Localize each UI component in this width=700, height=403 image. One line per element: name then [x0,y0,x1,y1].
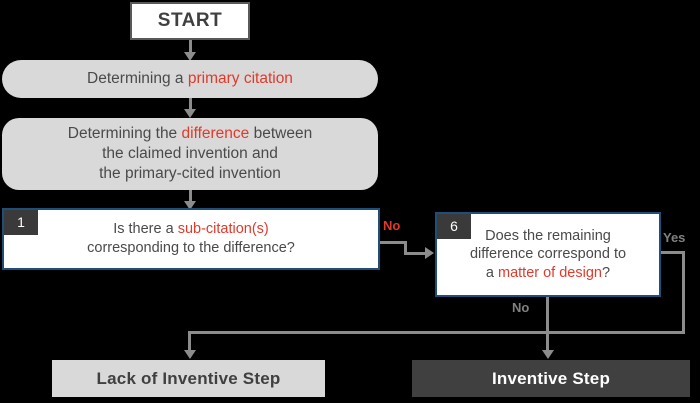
edge-label-decision6-no: No [512,300,530,315]
text-segment-highlight: sub-citation(s) [177,221,269,238]
node-decision-6-badge: 6 [437,214,471,239]
connector-start-to-primary [188,40,192,55]
node-decision-6[interactable]: 6 Does the remaining difference correspo… [435,212,661,297]
text-line-1: Determining the difference between [68,124,312,144]
node-decision-6-text: Does the remaining difference correspond… [470,227,626,283]
text-segment-plain: Is there a [113,221,178,238]
text-line-3: the primary-cited invention [99,164,281,182]
connector-decision6-yes-seg2 [682,251,685,333]
arrowhead-decision1-to-decision6 [425,247,434,259]
text-segment-highlight: matter of design [498,264,602,281]
connector-decision1-no-seg3 [404,252,428,255]
arrowhead-decision6-no-to-inventive [541,350,554,359]
text-line-1: Does the remaining [485,227,611,244]
text-line-3: a matter of design? [470,264,626,283]
text-line-1: Is there a sub-citation(s) [87,220,295,239]
node-result-inventive-label: Inventive Step [491,368,611,388]
connector-difference-to-decision1 [188,190,192,204]
connector-primary-to-difference [188,98,192,112]
node-result-inventive-step[interactable]: Inventive Step [412,360,690,397]
arrowhead-difference-to-decision1 [184,201,196,210]
text-segment-highlight: difference [181,125,250,143]
edge-label-decision1-no: No [383,218,401,233]
edge-label-decision6-yes: Yes [663,230,686,245]
text-segment-plain: Determining a [87,70,188,88]
text-line-2: corresponding to the difference? [87,240,295,256]
arrowhead-start-to-primary [184,52,196,61]
text-segment-plain-2: between [249,125,313,143]
node-result-lack-of-inventive-step[interactable]: Lack of Inventive Step [52,360,325,397]
node-start[interactable]: START [130,2,250,40]
text-line-2: difference correspond to [469,246,627,263]
node-decision-1-text: Is there a sub-citation(s) corresponding… [87,220,295,257]
connector-decision6-no-vertical [546,297,549,355]
connector-decision6-yes-seg3 [188,331,685,334]
connector-decision6-yes-seg4 [188,331,191,355]
node-decision-1[interactable]: 1 Is there a sub-citation(s) correspondi… [2,208,380,270]
arrowhead-decision6-yes-to-lack [183,350,196,359]
node-process-primary-citation[interactable]: Determining a primary citation [2,60,378,98]
text-line-2: the claimed invention and [102,145,278,163]
connector-decision1-no-seg2 [404,241,407,254]
text-segment-highlight: primary citation [187,70,293,88]
text-segment-plain: a [485,264,498,281]
connector-decision1-no-seg1 [380,241,407,244]
node-process-difference[interactable]: Determining the difference between the c… [2,118,378,190]
node-process-difference-text: Determining the difference between the c… [68,124,312,183]
node-decision-1-badge: 1 [4,210,38,235]
text-segment-plain: Determining the [67,125,182,143]
node-result-lack-label: Lack of Inventive Step [96,368,281,388]
node-start-label: START [157,9,223,31]
connector-decision6-yes-seg1 [661,251,685,254]
text-segment-plain-2: ? [601,264,611,281]
node-process-primary-citation-text: Determining a primary citation [87,69,293,89]
arrowhead-primary-to-difference [184,109,196,118]
